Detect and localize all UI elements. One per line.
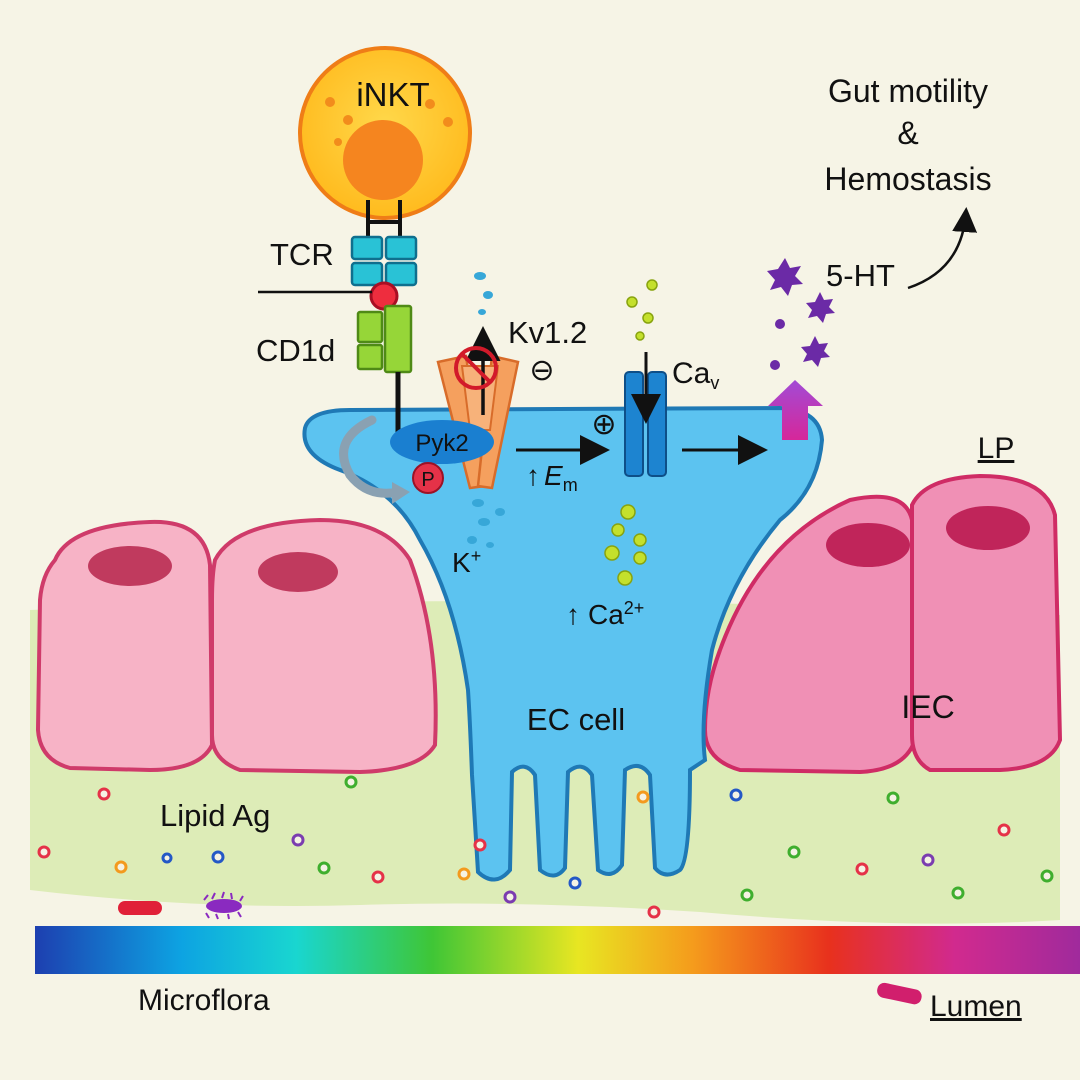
membrane-potential-label: ↑Em <box>526 460 578 495</box>
cav-label: Cav <box>672 357 719 393</box>
outcome-line-3: Hemostasis <box>824 161 991 197</box>
iec-label: IEC <box>901 689 954 725</box>
serotonin-label: 5-HT <box>826 258 895 293</box>
iec-right-cell-1 <box>702 494 918 775</box>
tcr-receptor <box>350 235 418 287</box>
bacterium-rod <box>118 901 162 915</box>
lumen-label: Lumen <box>930 990 1022 1023</box>
kv12-label: Kv1.2 <box>508 315 587 350</box>
outcome-line-1: Gut motility <box>828 73 988 109</box>
ec-cell-label: EC cell <box>527 702 625 737</box>
ec-cell <box>302 405 825 882</box>
release-arrow <box>768 380 823 440</box>
lipid-antigen-label: Lipid Ag <box>160 798 270 833</box>
tcr-label: TCR <box>270 237 334 272</box>
phosphorylation-arrow <box>339 415 403 498</box>
pyk2-label: Pyk2 <box>415 430 468 457</box>
inhibition-icon <box>454 346 498 390</box>
phospho-label: P <box>421 469 434 491</box>
iec-left-cell-1 <box>35 519 215 773</box>
phospho-group <box>412 462 444 494</box>
inhibitory-sign: ⊖ <box>529 354 554 387</box>
iec-nucleus <box>826 523 910 567</box>
calcium-ions <box>604 279 658 586</box>
outcome-arrow <box>907 207 978 290</box>
pyk2-kinase <box>390 420 494 464</box>
potassium-label: K+ <box>452 546 481 578</box>
inkt-cell <box>298 46 472 220</box>
calcium-rise-label: ↑Ca2+ <box>566 598 644 630</box>
inkt-label: iNKT <box>356 76 429 113</box>
microflora-label: Microflora <box>138 984 270 1017</box>
serotonin-molecules <box>767 258 835 370</box>
microflora-gradient-bar <box>35 926 1080 974</box>
iec-nucleus <box>946 506 1030 550</box>
lamina-propria-label: LP <box>978 432 1015 465</box>
iec-nucleus <box>88 546 172 586</box>
tcr-stalks <box>366 200 402 240</box>
inkt-nucleus <box>343 120 423 200</box>
iec-left-cell-2 <box>210 517 438 775</box>
potassium-ions <box>467 272 505 548</box>
cd1d-molecule <box>356 304 413 374</box>
bacterium-flagellated <box>203 891 244 920</box>
iec-right-cell-2 <box>910 473 1063 772</box>
lumen-legend-bar <box>877 982 922 1005</box>
outcome-line-2: & <box>897 115 918 151</box>
stimulatory-sign: ⊕ <box>591 408 616 441</box>
cd1d-label: CD1d <box>256 333 335 368</box>
iec-nucleus <box>258 552 338 592</box>
lumen-particles <box>37 775 1054 919</box>
